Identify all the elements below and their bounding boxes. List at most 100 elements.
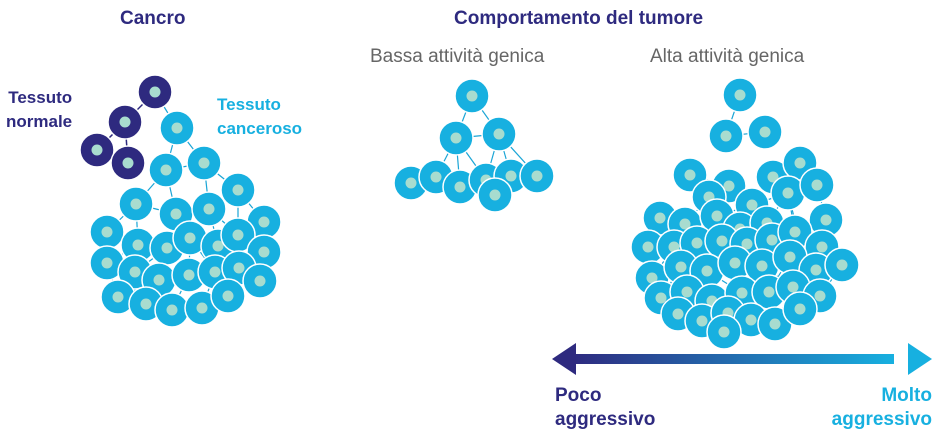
low-activity-cell-nucleus <box>493 128 505 140</box>
high-activity-cell-nucleus <box>729 257 741 269</box>
low-activity-cell <box>481 116 517 152</box>
high-activity-cell-nucleus <box>691 237 703 249</box>
cancer-cell-nucleus <box>170 208 182 220</box>
cancer-cell-nucleus <box>101 257 113 269</box>
low-activity-cell-nucleus <box>450 132 462 144</box>
cancer-cell-nucleus <box>254 275 266 287</box>
cancer-cell <box>148 152 184 188</box>
high-aggressive-label: Molto aggressivo <box>818 384 932 432</box>
cancer-cell-nucleus <box>232 229 244 241</box>
low-activity-label: Bassa attività genica <box>370 46 545 67</box>
high-aggressive-line1: Molto <box>881 385 932 406</box>
cancer-cell-nucleus <box>196 302 208 314</box>
cancer-cell-nucleus <box>233 262 245 274</box>
cancer-cell-nucleus <box>129 266 141 278</box>
cancer-cell-nucleus <box>166 304 178 316</box>
cancer-cell-nucleus <box>171 122 183 134</box>
high-activity-cell-nucleus <box>789 226 801 238</box>
high-activity-cell-nucleus <box>756 260 768 272</box>
low-activity-cell <box>519 158 555 194</box>
high-activity-cell <box>770 175 806 211</box>
high-activity-cell-nucleus <box>720 130 732 142</box>
high-activity-cell <box>782 291 818 327</box>
cancer-cell-nucleus <box>130 198 142 210</box>
low-activity-cell-nucleus <box>466 90 478 102</box>
normal-tissue-label-line1: Tessuto <box>8 88 73 107</box>
cancer-cell-nucleus <box>160 164 172 176</box>
cancer-cell-nucleus <box>222 290 234 302</box>
normal-cell-nucleus <box>149 86 161 98</box>
cancer-cell-nucleus <box>132 239 144 251</box>
high-activity-cell-nucleus <box>766 234 778 246</box>
low-activity-cell <box>477 177 513 213</box>
high-activity-cell-nucleus <box>696 315 708 327</box>
high-activity-cell-nucleus <box>654 212 666 224</box>
high-activity-cell-nucleus <box>836 259 848 271</box>
normal-cell <box>79 132 115 168</box>
high-activity-cell-nucleus <box>769 318 781 330</box>
normal-tissue-label: Tessuto normale <box>6 86 72 134</box>
high-activity-cell-nucleus <box>672 308 684 320</box>
cancer-cell-nucleus <box>258 246 270 258</box>
normal-cell <box>137 74 173 110</box>
high-activity-cell-nucleus <box>655 292 667 304</box>
high-activity-cell-nucleus <box>681 286 693 298</box>
cancer-cell <box>220 172 256 208</box>
high-activity-label: Alta attività genica <box>650 46 805 67</box>
cells <box>79 74 860 350</box>
high-activity-cell-nucleus <box>723 180 735 192</box>
high-activity-cell-nucleus <box>784 251 796 263</box>
normal-cell-nucleus <box>119 116 131 128</box>
low-activity-cell-nucleus <box>489 189 501 201</box>
cancer-tissue-label-line1: Tessuto <box>217 95 281 114</box>
cancer-cell-nucleus <box>232 184 244 196</box>
low-activity-cell-nucleus <box>531 170 543 182</box>
high-activity-cell-nucleus <box>668 241 680 253</box>
high-activity-cell <box>808 202 844 238</box>
high-activity-cell <box>747 114 783 150</box>
cancer-tissue-label: Tessuto canceroso <box>217 93 302 141</box>
arrow-head-left <box>552 343 576 375</box>
high-activity-cell-nucleus <box>810 264 822 276</box>
cancer-cell <box>154 292 190 328</box>
cancer-cell-nucleus <box>209 266 221 278</box>
low-activity-cell-nucleus <box>505 170 517 182</box>
high-activity-cell-nucleus <box>736 287 748 299</box>
low-aggressive-line2: aggressivo <box>555 409 656 430</box>
low-aggressive-label: Poco aggressivo <box>555 384 655 432</box>
high-activity-cell <box>824 247 860 283</box>
high-activity-cell-nucleus <box>767 171 779 183</box>
cancer-cell <box>184 290 220 326</box>
cancer-cell <box>210 278 246 314</box>
high-activity-cell-nucleus <box>814 290 826 302</box>
cancer-cell-nucleus <box>140 298 152 310</box>
cancer-cell <box>159 110 195 146</box>
normal-cell-nucleus <box>122 157 134 169</box>
high-activity-cell-nucleus <box>782 187 794 199</box>
high-activity-cell-nucleus <box>820 214 832 226</box>
high-activity-cell-nucleus <box>763 286 775 298</box>
high-activity-cell-nucleus <box>675 261 687 273</box>
high-activity-cell-nucleus <box>716 235 728 247</box>
cancer-cell-nucleus <box>101 226 113 238</box>
low-aggressive-line1: Poco <box>555 385 602 406</box>
normal-cell <box>107 104 143 140</box>
cancer-heading: Cancro <box>120 8 186 29</box>
cancer-cell <box>242 263 278 299</box>
high-activity-cell-nucleus <box>684 169 696 181</box>
cancer-cell <box>118 186 154 222</box>
cancer-cell <box>171 257 207 293</box>
high-activity-cell-nucleus <box>794 303 806 315</box>
high-activity-cell-nucleus <box>787 281 799 293</box>
cancer-cell-nucleus <box>203 203 215 215</box>
normal-tissue-label-line2: normale <box>6 112 73 131</box>
high-activity-cell <box>799 167 835 203</box>
high-activity-cell-nucleus <box>718 326 730 338</box>
low-activity-cell-nucleus <box>405 177 417 189</box>
high-activity-cell-nucleus <box>794 157 806 169</box>
normal-cell <box>110 145 146 181</box>
normal-cell-nucleus <box>91 144 103 156</box>
cancer-cell-nucleus <box>112 291 124 303</box>
aggressiveness-arrow <box>552 343 932 375</box>
